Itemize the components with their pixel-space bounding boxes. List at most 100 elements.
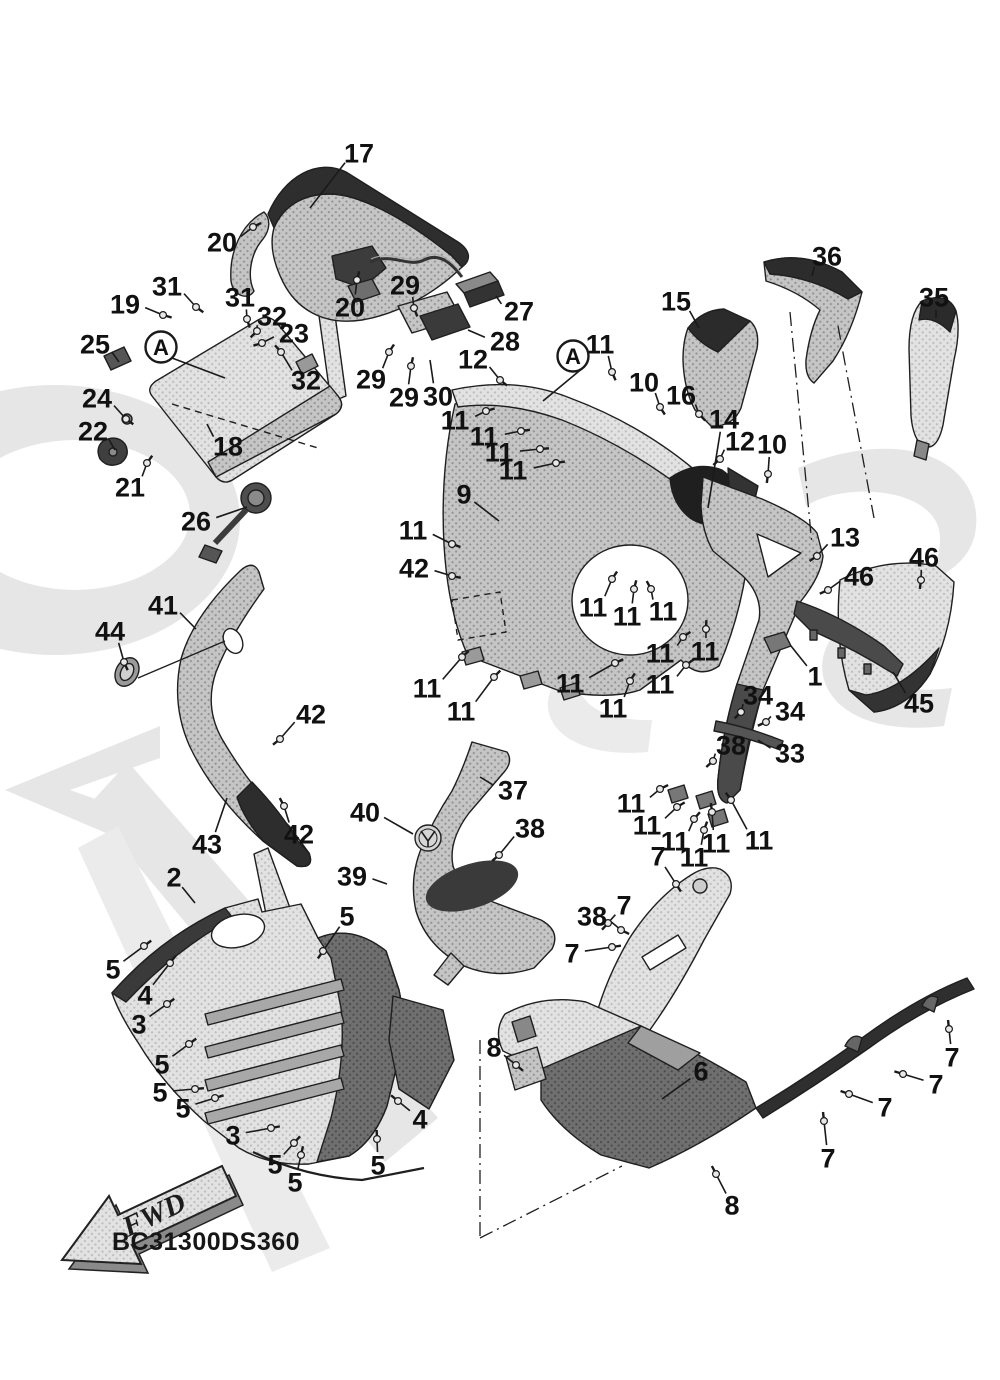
part-number-label: 14 xyxy=(709,405,739,435)
screw-icon xyxy=(211,1093,220,1102)
screw-icon xyxy=(616,925,625,934)
part-windscreen-edge xyxy=(267,166,469,268)
part-reflector-44-face xyxy=(119,662,135,682)
screw-icon xyxy=(277,348,286,357)
part-number-label: 36 xyxy=(812,242,842,272)
screw-icon xyxy=(243,315,252,324)
callout-a-letter: A xyxy=(565,344,581,369)
part-number-label: 11 xyxy=(485,438,514,468)
screw-icon xyxy=(495,850,504,859)
callout-leader xyxy=(171,357,226,379)
screw-icon xyxy=(898,1069,907,1078)
leader-line xyxy=(479,776,494,786)
ref-line xyxy=(837,325,875,519)
part-number-label: 32 xyxy=(257,302,287,332)
part-bracket-8 xyxy=(505,1046,547,1091)
part-number-label: 11 xyxy=(646,639,675,669)
diagram-code: BC31300DS360 xyxy=(112,1228,301,1256)
screw-icon xyxy=(458,652,467,661)
part-number-label: 8 xyxy=(486,1033,501,1063)
screw-icon xyxy=(610,658,619,667)
screw-icon xyxy=(140,941,149,950)
part-number-label: 11 xyxy=(447,697,476,727)
part-main-cowl-arch xyxy=(571,544,689,656)
part-number-label: 28 xyxy=(490,327,520,357)
screw-icon xyxy=(496,376,505,385)
screw-icon xyxy=(551,459,560,468)
callout-a-circle xyxy=(556,339,590,373)
part-number-label: 11 xyxy=(586,330,615,360)
part-number-label: 27 xyxy=(504,297,534,327)
part-number-label: 20 xyxy=(207,228,237,258)
part-number-label: 22 xyxy=(78,417,108,447)
part-number-label: 34 xyxy=(775,697,805,727)
screw-icon xyxy=(916,575,925,584)
part-number-label: 7 xyxy=(877,1093,892,1123)
screw-icon xyxy=(715,455,724,464)
screw-icon xyxy=(297,1150,306,1159)
part-number-label: 4 xyxy=(137,981,152,1011)
part-number-label: 7 xyxy=(616,891,631,921)
part-number-label: 11 xyxy=(556,669,585,699)
leader-line xyxy=(322,926,341,952)
part-grommet-22-center xyxy=(108,447,118,457)
part-number-label: 25 xyxy=(80,330,110,360)
watermark-letter-hole xyxy=(0,440,190,590)
part-side-cowl-37-tail xyxy=(433,952,465,986)
part-trim-35-tab xyxy=(913,439,930,461)
screw-icon xyxy=(823,585,832,594)
leader-line xyxy=(730,799,748,830)
part-number-label: 1 xyxy=(807,662,822,692)
callout-leader xyxy=(542,366,585,402)
part-number-label: 29 xyxy=(356,365,386,395)
part-trim-strip-46 xyxy=(793,600,904,677)
emblem-40-tuning-fork xyxy=(420,830,436,847)
part-number-label: 11 xyxy=(633,811,662,841)
screw-icon xyxy=(678,632,687,641)
screw-icon xyxy=(629,584,638,593)
part-horn-26-center xyxy=(247,489,265,507)
screw-icon xyxy=(185,1039,194,1048)
part-number-label: 37 xyxy=(498,776,528,806)
leader-line xyxy=(707,431,722,509)
leader-line xyxy=(122,945,145,962)
part-number-label: 11 xyxy=(399,516,428,546)
screw-icon xyxy=(385,348,394,357)
part-number-label: 20 xyxy=(335,293,365,323)
part-main-cowl-pillar-leg xyxy=(717,683,764,804)
leader-line xyxy=(892,671,907,694)
part-number-label: 15 xyxy=(661,287,691,317)
part-number-label: 10 xyxy=(757,430,787,460)
leader-line xyxy=(429,359,435,384)
screw-icon xyxy=(276,734,285,743)
part-box-18-tab xyxy=(295,353,319,375)
part-relay-27-front xyxy=(463,280,505,308)
part-box-18-shade xyxy=(207,385,343,478)
part-windscreen-stay-arm xyxy=(230,211,270,297)
part-front-cowl-2-duct xyxy=(210,913,266,949)
part-strip-33 xyxy=(713,720,784,751)
screw-icon xyxy=(535,445,544,454)
part-number-label: 4 xyxy=(412,1105,427,1135)
screw-icon xyxy=(159,311,168,320)
part-side-cowl-37-shade xyxy=(425,860,519,912)
part-side-panel-grommet xyxy=(692,878,708,894)
part-number-label: 7 xyxy=(650,842,665,872)
part-number-label: 7 xyxy=(564,939,579,969)
part-number-label: 11 xyxy=(599,694,628,724)
screw-icon xyxy=(607,368,616,377)
part-number-label: 11 xyxy=(617,789,646,819)
reflector-link-line xyxy=(137,640,226,679)
ref-line xyxy=(479,1165,623,1239)
radiator-louver xyxy=(204,1044,345,1092)
part-number-label: 43 xyxy=(192,830,222,860)
screw-icon xyxy=(708,756,717,765)
part-number-label: 11 xyxy=(613,602,642,632)
part-pillar-clip xyxy=(695,790,717,810)
part-number-label: 5 xyxy=(267,1150,282,1180)
screw-icon xyxy=(603,918,612,927)
part-number-label: 38 xyxy=(716,731,746,761)
leader-line xyxy=(442,656,463,680)
leader-line xyxy=(757,739,771,749)
